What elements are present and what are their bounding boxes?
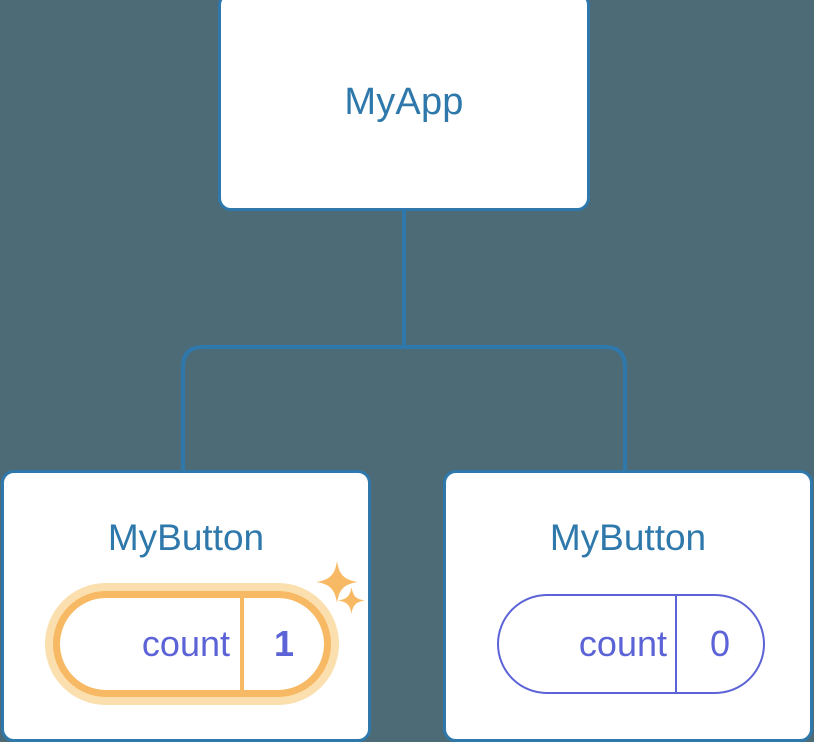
state-value-label: 1 <box>240 598 324 690</box>
node-mybutton-right[interactable]: MyButton count 0 <box>443 470 813 742</box>
node-myapp-title: MyApp <box>344 80 464 123</box>
edge-to-left-child <box>181 345 404 470</box>
node-mybutton-left[interactable]: MyButton count 1 <box>1 470 371 742</box>
state-pill-highlighted[interactable]: count 1 <box>45 583 339 705</box>
state-key-label: count <box>141 623 230 664</box>
node-mybutton-right-title: MyButton <box>549 517 707 558</box>
node-myapp[interactable]: MyApp <box>218 0 590 211</box>
edge-to-right-child <box>404 345 627 470</box>
node-mybutton-left-title: MyButton <box>107 517 265 558</box>
state-value-label: 0 <box>675 596 763 692</box>
state-key-label: count <box>578 623 667 664</box>
state-pill-plain[interactable]: count 0 <box>497 594 765 694</box>
